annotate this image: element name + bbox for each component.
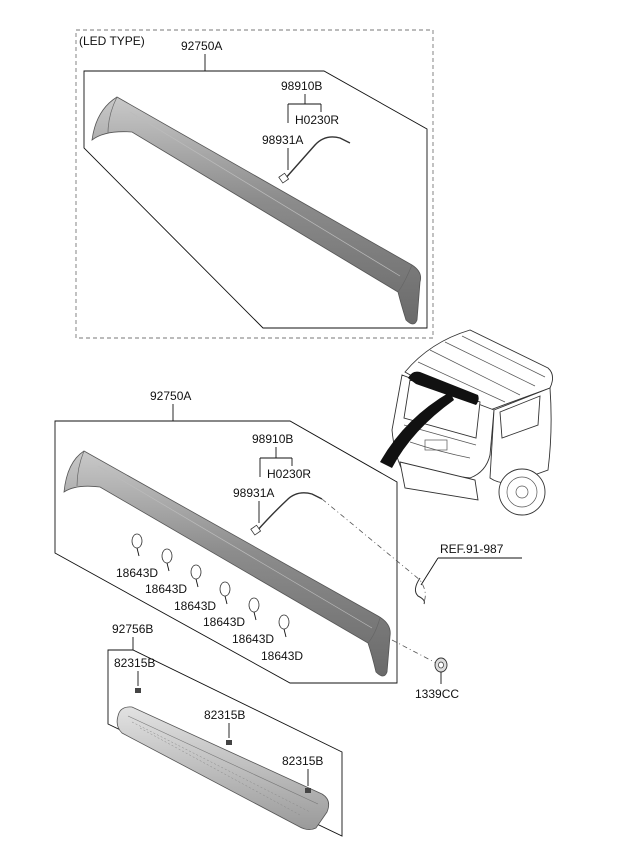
std-spoiler-box [54, 420, 398, 684]
led-harness-wire [278, 136, 351, 184]
vehicle-rear-illustration [380, 329, 553, 516]
grommet-label: 1339CC [415, 687, 459, 701]
screw-1-label: 82315B [114, 656, 155, 670]
bulb-2-icon [161, 548, 173, 572]
bulb-6-label: 18643D [261, 649, 303, 663]
screw-3-icon [305, 788, 311, 793]
screw-1-icon [135, 688, 141, 693]
std-spoiler-label: 92750A [150, 389, 191, 403]
reference-connector-cable [414, 577, 425, 605]
bulb-1-icon [131, 533, 143, 557]
high-mount-lamp-part [116, 706, 330, 830]
bulb-5-icon [248, 597, 260, 621]
bulb-4-label: 18643D [203, 615, 245, 629]
bulb-2-label: 18643D [145, 582, 187, 596]
bulb-3-icon [190, 564, 202, 588]
led-wiring-label: 98910B [281, 79, 322, 93]
led-type-section-frame [75, 29, 434, 339]
led-spoiler-part [91, 96, 422, 325]
led-spoiler-box [83, 70, 428, 329]
screw-2-label: 82315B [204, 708, 245, 722]
led-harness-label: 98931A [262, 133, 303, 147]
std-wiring-label: 98910B [252, 432, 293, 446]
bulb-3-label: 18643D [174, 599, 216, 613]
led-spoiler-label: 92750A [181, 39, 222, 53]
std-harness-label: 98931A [233, 486, 274, 500]
std-connector-label: H0230R [267, 467, 311, 481]
bulb-5-label: 18643D [232, 632, 274, 646]
std-harness-wire [250, 492, 323, 536]
led-type-caption: (LED TYPE) [79, 34, 145, 48]
grommet-icon [434, 657, 448, 673]
bulb-1-label: 18643D [116, 566, 158, 580]
bulb-6-icon [278, 614, 290, 638]
screw-2-icon [226, 740, 232, 745]
std-spoiler-part [63, 450, 391, 677]
lamp-box [107, 649, 343, 837]
bulb-4-icon [219, 581, 231, 605]
reference-label: REF.91-987 [440, 542, 504, 556]
lamp-label: 92756B [112, 622, 153, 636]
led-connector-label: H0230R [295, 113, 339, 127]
screw-3-label: 82315B [282, 754, 323, 768]
